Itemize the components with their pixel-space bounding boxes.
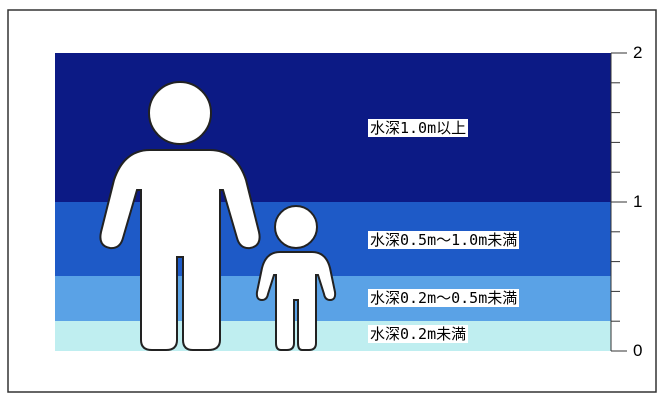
band-label-under-0.2m: 水深0.2m未満 — [368, 325, 469, 343]
scale-tick-label-1: 1 — [633, 192, 643, 211]
depth-scale-axis — [610, 52, 627, 352]
scale-tick-label-2: 2 — [633, 43, 643, 62]
band-depth-0.5-1m — [55, 202, 611, 276]
band-label-0.2-0.5m: 水深0.2m～0.5m未満 — [368, 289, 520, 307]
band-label-0.5-1m: 水深0.5m～1.0m未満 — [368, 231, 520, 249]
child-figure-icon — [255, 205, 337, 351]
band-depth-under-0.2m — [55, 321, 611, 351]
adult-figure-icon — [99, 81, 261, 351]
scale-tick-label-0: 0 — [633, 341, 643, 360]
band-label-over-1m: 水深1.0m以上 — [368, 119, 469, 137]
